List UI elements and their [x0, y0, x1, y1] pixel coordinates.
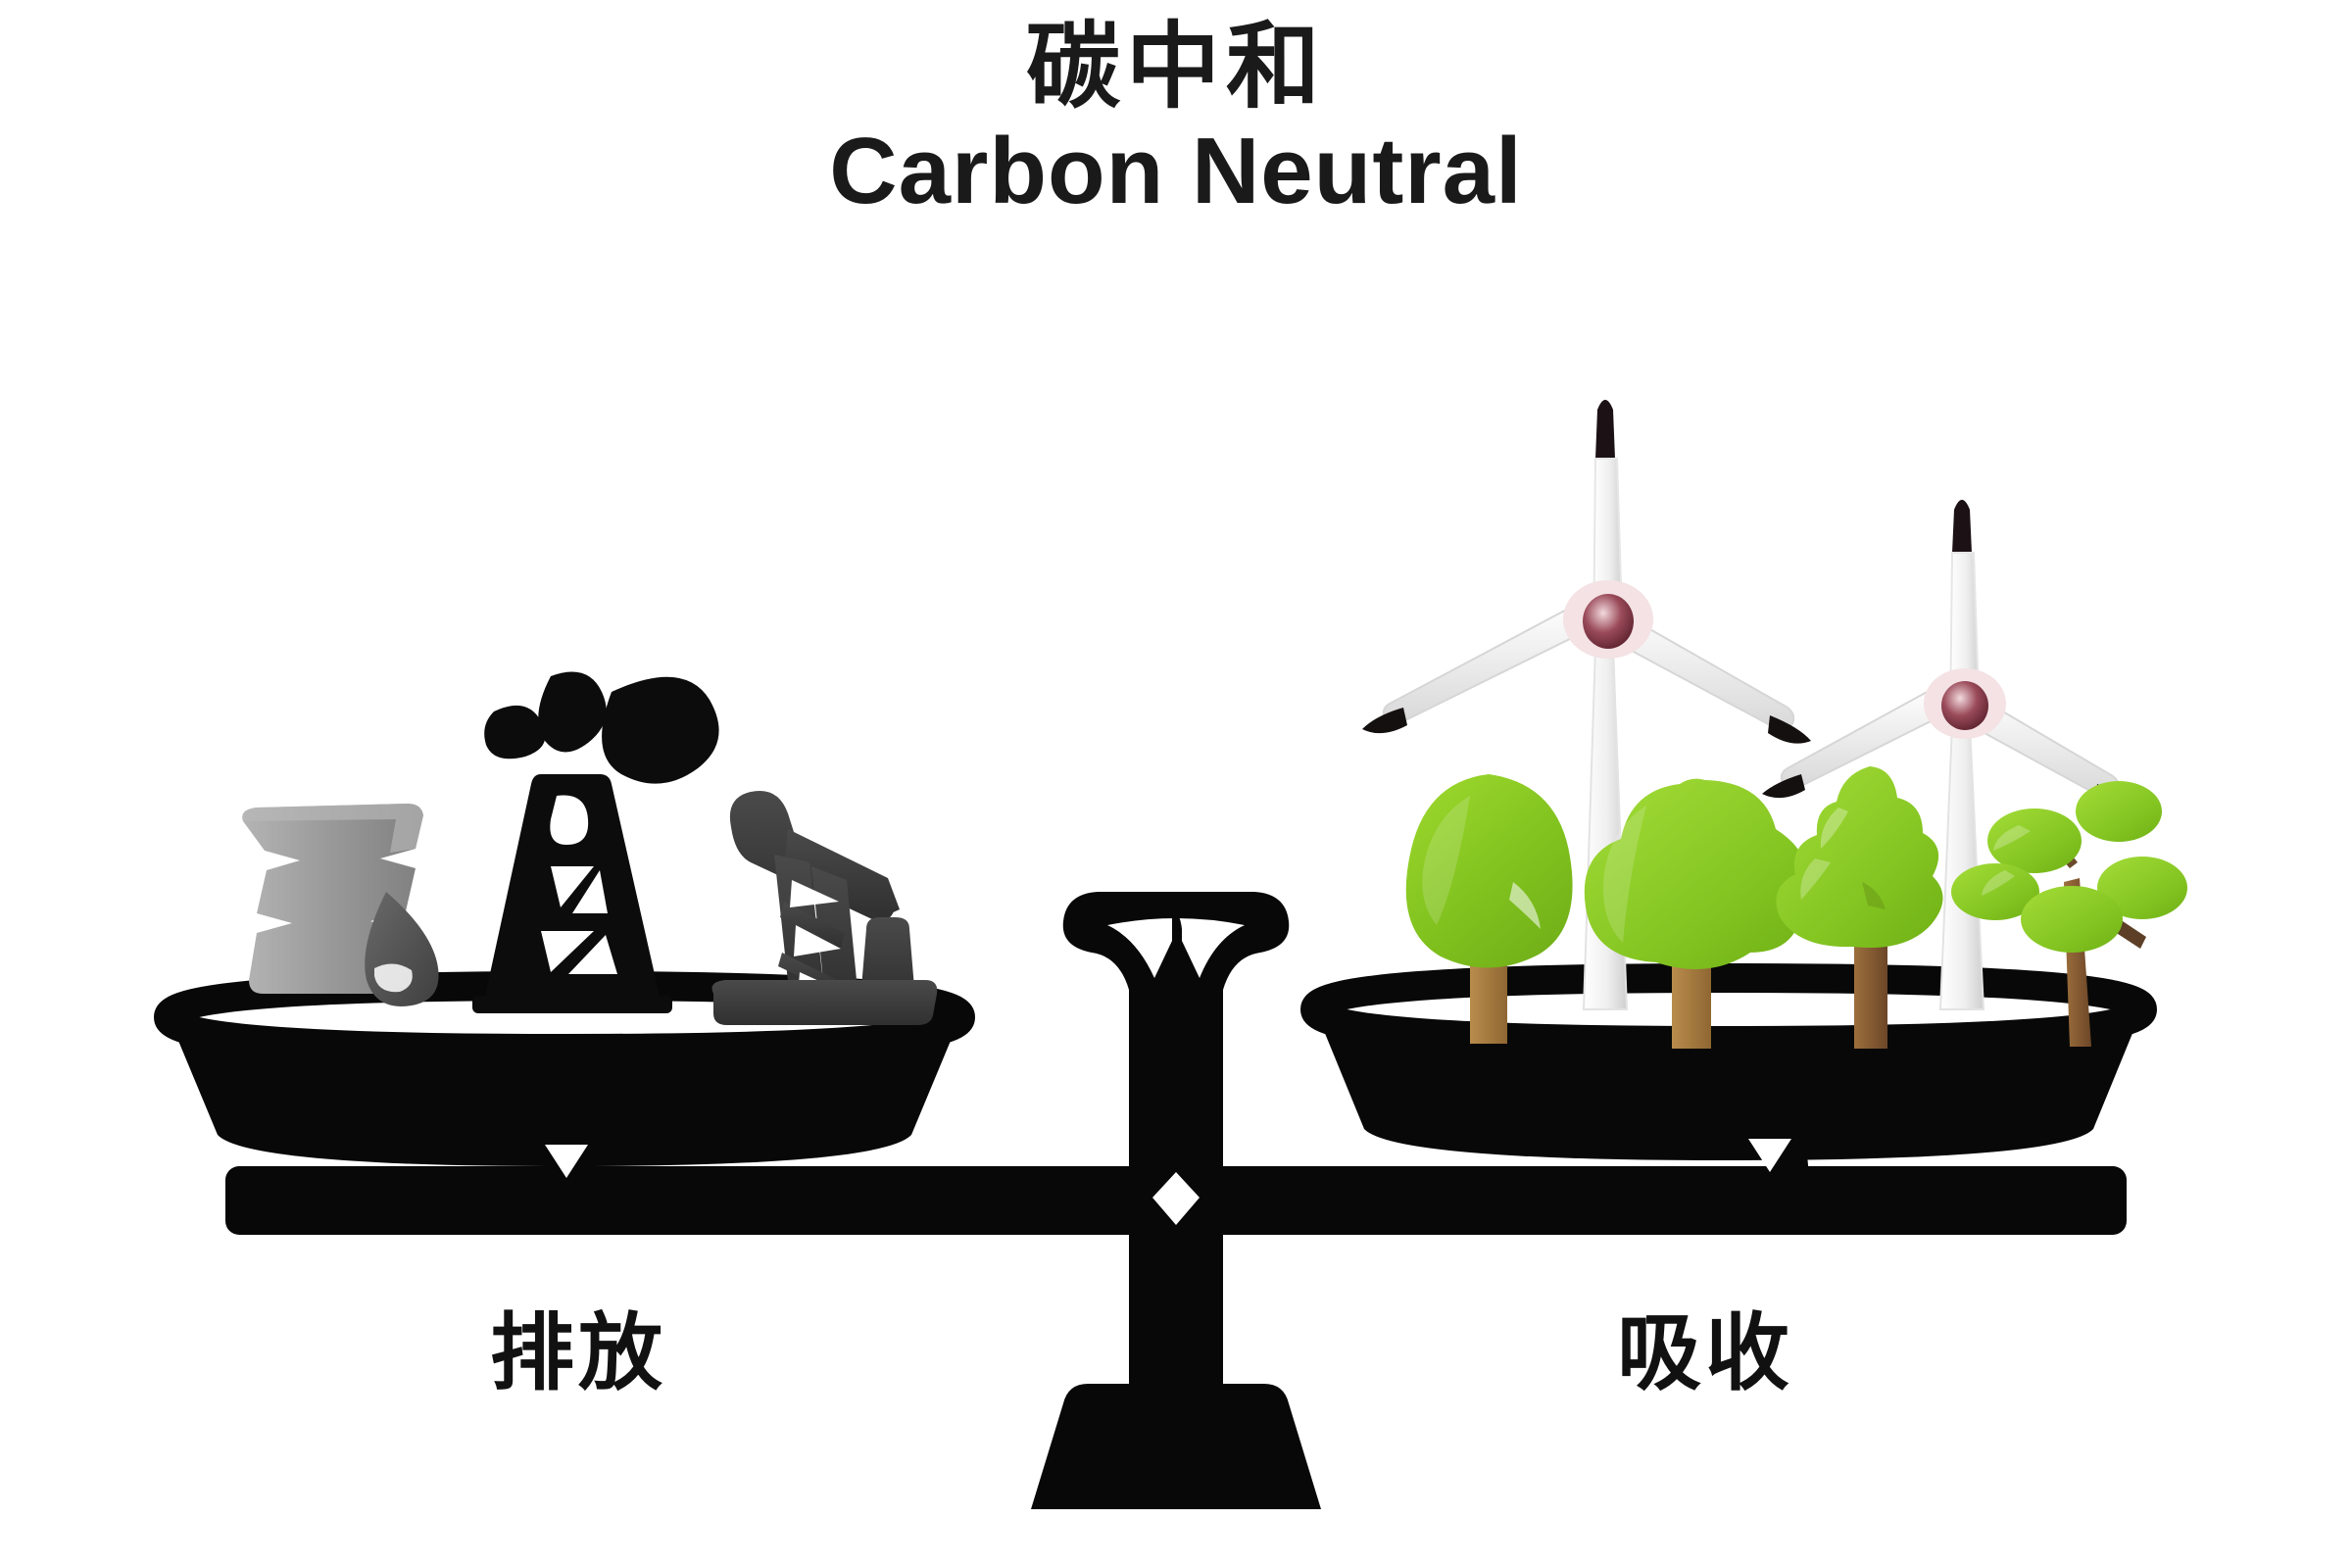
- oil-droplet-icon: [365, 892, 439, 1006]
- pine-tree-icon: [1776, 766, 1943, 1049]
- page-title-chinese: 碳中和: [1026, 12, 1326, 122]
- oil-derrick-icon: [472, 774, 672, 1013]
- oil-splash-icon: [484, 671, 719, 784]
- scale-pan-right: [1299, 962, 2158, 1176]
- scale-beam: [225, 1166, 2127, 1235]
- sapling-tree-icon: [1951, 781, 2187, 1047]
- title-block: 碳中和 Carbon Neutral: [0, 18, 2352, 221]
- pan-label-emissions: 排放: [490, 1304, 666, 1402]
- broadleaf-tree-icon: [1405, 774, 1573, 1044]
- wind-turbine-icon: [1362, 400, 1811, 1010]
- bushy-tree-icon: [1584, 778, 1808, 1049]
- pumpjack-icon: [711, 790, 938, 1025]
- page-title-english: Carbon Neutral: [829, 118, 1523, 223]
- wind-turbine-icon: [1762, 500, 2138, 1010]
- pan-label-absorption: 吸收: [1617, 1304, 1793, 1402]
